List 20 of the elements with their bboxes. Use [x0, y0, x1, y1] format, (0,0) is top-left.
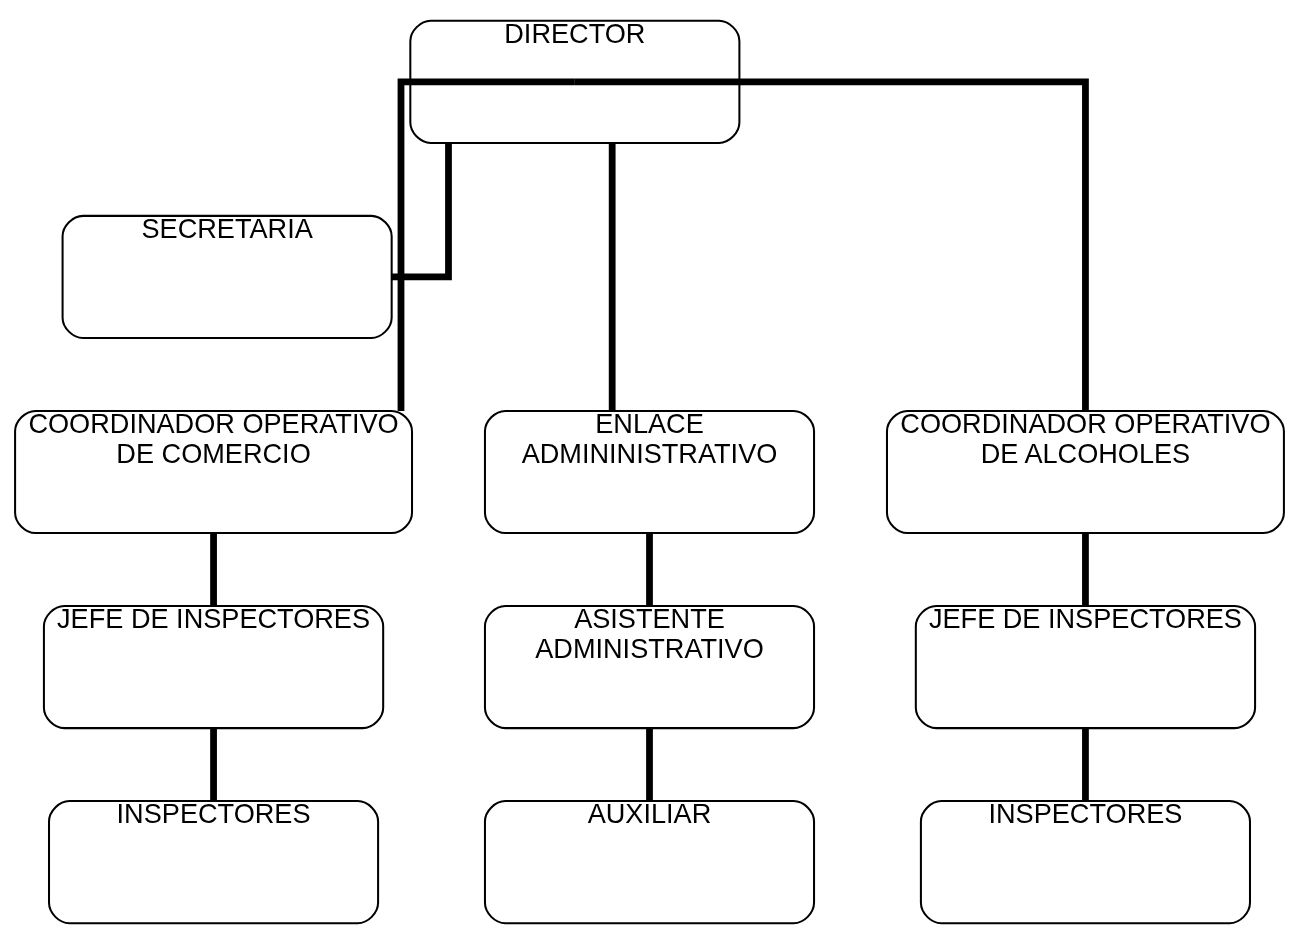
node-box: DIRECTOR: [409, 19, 741, 144]
connector: [1082, 728, 1089, 802]
connector: [574, 78, 1089, 411]
node-box: COORDINADOR OPERATIVO DE ALCOHOLES: [885, 409, 1285, 535]
node-box: SECRETARIA: [61, 214, 393, 339]
node-box: INSPECTORES: [48, 800, 380, 925]
node-box: COORDINADOR OPERATIVO DE COMERCIO: [14, 409, 414, 535]
connector: [608, 142, 616, 411]
node-box: ASISTENTE ADMINISTRATIVO: [483, 605, 816, 730]
node-box: JEFE DE INSPECTORES: [914, 605, 1257, 730]
connector: [391, 142, 452, 281]
connector: [210, 533, 217, 606]
node-box: INSPECTORES: [919, 800, 1251, 925]
connector: [646, 728, 653, 802]
connector: [210, 728, 217, 802]
node-box: JEFE DE INSPECTORES: [42, 605, 385, 730]
connector: [646, 533, 653, 606]
node-box: ENLACE ADMININISTRATIVO: [483, 409, 816, 535]
connector: [1082, 533, 1089, 606]
node-box: AUXILIAR: [483, 800, 816, 925]
